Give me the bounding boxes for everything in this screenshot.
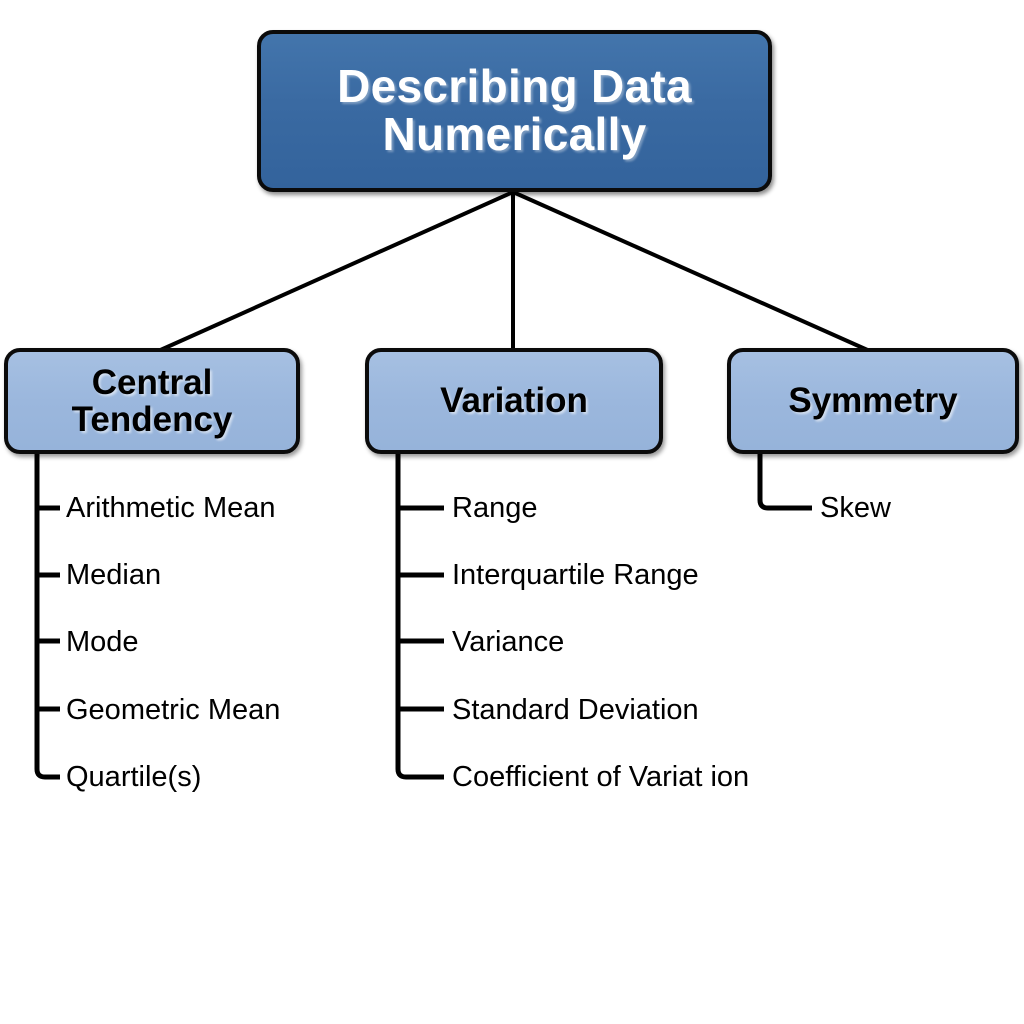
- leaf-symmetry-0[interactable]: Skew: [820, 492, 891, 524]
- edge-root-to-symmetry: [512, 190, 873, 354]
- node-branch-symmetry-label: Symmetry: [788, 381, 958, 421]
- leaf-variation-3[interactable]: Standard Deviation: [452, 694, 699, 726]
- leaf-variation-0[interactable]: Range: [452, 492, 538, 524]
- node-root-label: Describing Data Numerically: [337, 60, 692, 160]
- leaf-central-tendency-3[interactable]: Geometric Mean: [66, 694, 281, 726]
- node-branch-variation[interactable]: Variation: [365, 348, 663, 454]
- leaf-variation-1[interactable]: Interquartile Range: [452, 559, 699, 591]
- leaf-central-tendency-4[interactable]: Quartile(s): [66, 761, 202, 793]
- node-branch-variation-label: Variation: [440, 381, 588, 421]
- node-branch-symmetry[interactable]: Symmetry: [727, 348, 1019, 454]
- branch-lines-variation: [395, 452, 444, 780]
- leaf-central-tendency-2[interactable]: Mode: [66, 626, 139, 658]
- node-branch-central-tendency[interactable]: Central Tendency: [4, 348, 300, 454]
- leaf-variation-4[interactable]: Coefficient of Variat ion: [452, 761, 750, 793]
- leaf-central-tendency-1[interactable]: Median: [66, 559, 162, 591]
- branch-lines-central-tendency: [34, 452, 60, 780]
- leaf-central-tendency-0[interactable]: Arithmetic Mean: [66, 492, 276, 524]
- node-branch-central-tendency-label: Central Tendency: [71, 362, 233, 439]
- edge-root-to-central-tendency: [155, 190, 514, 354]
- leaf-variation-2[interactable]: Variance: [452, 626, 565, 658]
- branch-lines-symmetry: [757, 452, 812, 511]
- node-root-describing-data-numerically[interactable]: Describing Data Numerically: [257, 30, 772, 192]
